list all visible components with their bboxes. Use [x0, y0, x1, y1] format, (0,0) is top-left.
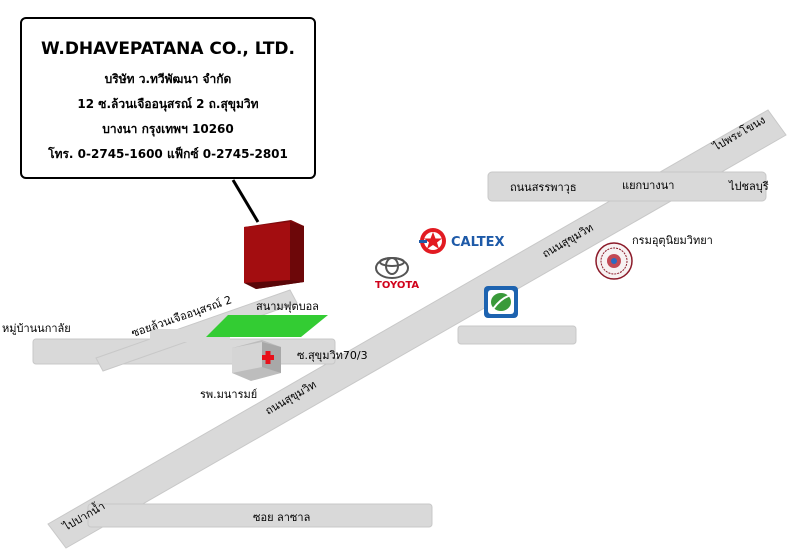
- company-name-en: W.DHAVEPATANA CO., LTD.: [41, 39, 295, 59]
- label-to-chonburi: ไปชลบุรี: [728, 180, 769, 193]
- toyota-logo-icon: [375, 257, 409, 279]
- company-info-box: W.DHAVEPATANA CO., LTD. บริษัท ว.ทวีพัฒน…: [20, 17, 316, 179]
- company-contact: โทร. 0-2745-1600 แฟ็กซ์ 0-2745-2801: [48, 147, 288, 161]
- caltex-logo-icon: [419, 228, 446, 254]
- road-soi-right: [457, 325, 577, 345]
- company-building: [244, 220, 304, 289]
- meteorological-seal-icon: [595, 242, 633, 280]
- company-address-2: บางนา กรุงเทพฯ 10260: [102, 122, 234, 136]
- road-sanphawut: [487, 171, 767, 202]
- company-address-1: 12 ซ.ล้วนเจืออนุสรณ์ 2 ถ.สุขุมวิท: [77, 97, 259, 111]
- label-football: สนามฟุตบอล: [256, 300, 319, 313]
- label-village: หมู่บ้านนกาลัย: [2, 322, 71, 335]
- label-sanphawut: ถนนสรรพาวุธ: [510, 181, 577, 194]
- label-soi-sukhumvit-70-3: ซ.สุขุมวิท70/3: [297, 349, 368, 362]
- roads: [32, 109, 787, 549]
- toyota-label: TOYOTA: [375, 280, 419, 291]
- road-sukhumvit: [47, 109, 787, 549]
- bangchak-logo-icon: [484, 286, 518, 318]
- road-soi-70-3: [150, 329, 230, 342]
- label-hospital: รพ.มนารมย์: [200, 388, 257, 401]
- hospital-building: [232, 340, 281, 381]
- hospital-cross-icon: [262, 351, 274, 364]
- caltex-label: CALTEX: [451, 235, 505, 250]
- company-name-th: บริษัท ว.ทวีพัฒนา จำกัด: [104, 72, 232, 86]
- label-soi-lasalle: ซอย ลาซาล: [253, 511, 310, 524]
- callout-pointer: [231, 179, 260, 223]
- football-field: [206, 315, 328, 337]
- road-soi-lasalle: [87, 503, 433, 528]
- label-bangna-junction: แยกบางนา: [622, 179, 674, 192]
- label-meteo: กรมอุตุนิยมวิทยา: [632, 234, 713, 247]
